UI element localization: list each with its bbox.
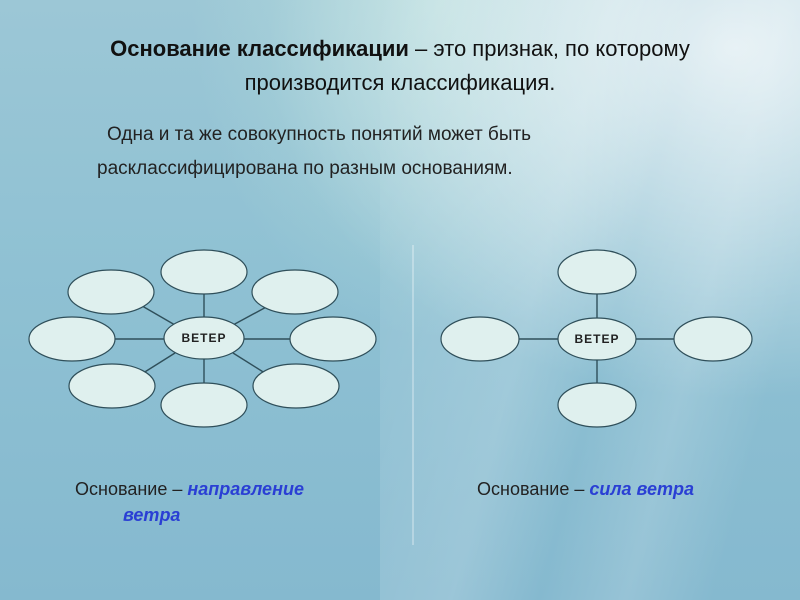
left-node-w — [28, 316, 116, 362]
left-caption-highlight-1: направление — [187, 479, 304, 499]
title-rest: – это признак, по которому производится … — [244, 36, 690, 95]
slide-title: Основание классификации – это признак, п… — [40, 32, 760, 100]
right-center-label: ВЕТЕР — [574, 332, 619, 346]
left-center-label: ВЕТЕР — [181, 331, 226, 345]
left-node-ne — [251, 269, 339, 315]
left-node-n — [160, 249, 248, 295]
left-caption-prefix: Основание – — [75, 479, 188, 499]
right-node-w — [440, 316, 520, 362]
left-node-se — [252, 363, 340, 409]
right-center-node — [557, 317, 637, 361]
title-bold-term: Основание классификации — [110, 36, 409, 61]
left-caption-highlight-2: ветра — [123, 505, 181, 525]
left-center-node — [163, 316, 245, 360]
left-spoke-sw — [139, 352, 176, 376]
right-node-n — [557, 249, 637, 295]
left-node-s — [160, 382, 248, 428]
right-caption-highlight: сила ветра — [589, 479, 695, 499]
right-diagram: ВЕТЕР — [440, 249, 753, 428]
right-caption: Основание – сила ветра — [477, 476, 787, 502]
right-caption-prefix: Основание – — [477, 479, 590, 499]
left-node-nw — [67, 269, 155, 315]
slide-paragraph: Одна и та же совокупность понятий может … — [97, 124, 532, 179]
left-caption: Основание – направление ветра — [75, 476, 385, 528]
left-spoke-se — [232, 352, 269, 376]
right-node-e — [673, 316, 753, 362]
left-node-e — [289, 316, 377, 362]
right-node-s — [557, 382, 637, 428]
left-node-sw — [68, 363, 156, 409]
left-spoke-ne — [232, 304, 271, 326]
left-diagram: ВЕТЕР — [28, 249, 377, 428]
